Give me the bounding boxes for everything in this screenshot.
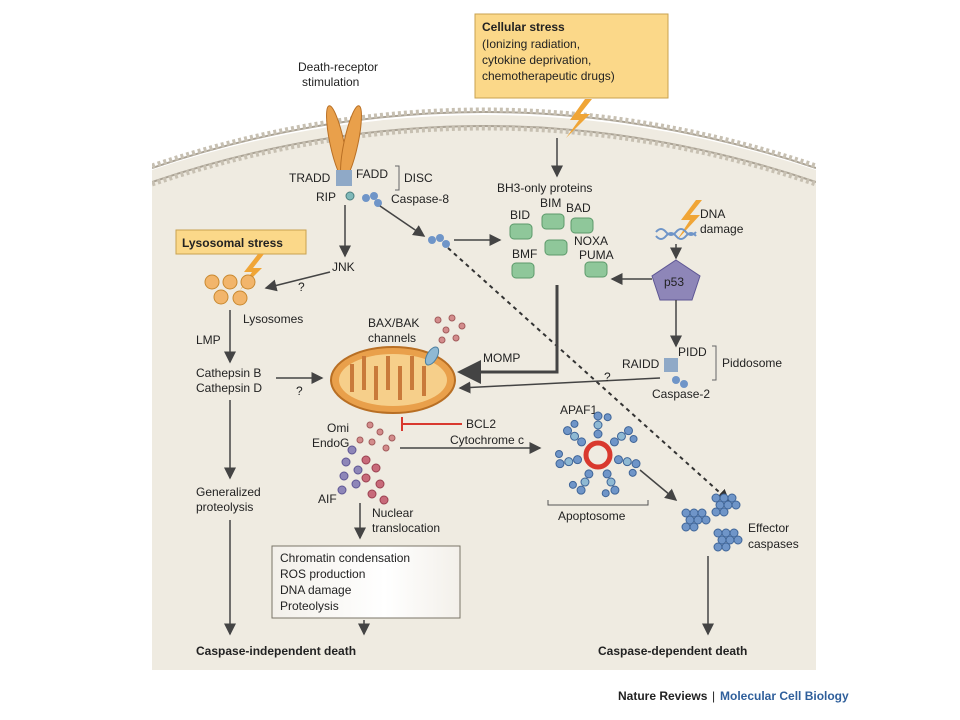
- lightning-bolt-icon: [566, 99, 592, 138]
- caspase-dependent-death: Caspase-dependent death: [598, 644, 747, 658]
- omi-label: Omi: [327, 421, 349, 435]
- effector-label-2: caspases: [748, 537, 799, 551]
- cathepsin-b-label: Cathepsin B: [196, 366, 261, 380]
- bax-bak-label-2: channels: [368, 331, 416, 345]
- p53-label: p53: [664, 275, 684, 289]
- caspase2-label: Caspase-2: [652, 387, 710, 401]
- raidd-label: RAIDD: [622, 357, 660, 371]
- cell-body: [152, 107, 816, 670]
- piddosome-complex: [664, 358, 678, 372]
- dna-damage-label-1: DNA: [700, 207, 725, 221]
- bmf-label: BMF: [512, 247, 537, 261]
- dna-damage-label-2: damage: [700, 222, 744, 236]
- effector-label-1: Effector: [748, 521, 789, 535]
- bh3-only-label: BH3-only proteins: [497, 181, 592, 195]
- disc-label: DISC: [404, 171, 433, 185]
- box-item-4: Proteolysis: [280, 599, 339, 613]
- journal-section: Molecular Cell Biology: [720, 689, 849, 703]
- endog-label: EndoG: [312, 436, 349, 450]
- dna-lightning-icon: [677, 200, 702, 240]
- lysosomes: [204, 274, 256, 306]
- rip-label: RIP: [316, 190, 336, 204]
- box-item-3: DNA damage: [280, 583, 352, 597]
- generalized-label-1: Generalized: [196, 485, 261, 499]
- box-item-2: ROS production: [280, 567, 365, 581]
- cellular-stress-line-3: chemotherapeutic drugs): [482, 69, 615, 83]
- caspase8-label: Caspase-8: [391, 192, 449, 206]
- apaf1-label: APAF1: [560, 403, 597, 417]
- tradd-label: TRADD: [289, 171, 331, 185]
- nuclear-events-box: [271, 545, 461, 619]
- released-factors: [337, 421, 396, 505]
- apoptosome: [555, 411, 641, 498]
- jnk-label: JNK: [332, 260, 355, 274]
- caspase8-molecule: [362, 192, 382, 207]
- cathepsin-d-label: Cathepsin D: [196, 381, 262, 395]
- journal-footer: Nature Reviews | Molecular Cell Biology: [618, 689, 849, 703]
- bcl2-label: BCL2: [466, 417, 496, 431]
- bid-label: BID: [510, 208, 530, 222]
- bax-bak-particles: [434, 314, 466, 344]
- generalized-label-2: proteolysis: [196, 500, 253, 514]
- piddosome-label: Piddosome: [722, 356, 782, 370]
- death-receptor-label-2: stimulation: [302, 75, 359, 89]
- cellular-stress-box: [474, 13, 669, 99]
- question-mark-3: ?: [604, 370, 611, 384]
- bh3-proteins: [509, 213, 608, 279]
- cellular-stress-line-2: cytokine deprivation,: [482, 53, 591, 67]
- lysosomal-stress-label: Lysosomal stress: [182, 236, 283, 250]
- momp-label: MOMP: [483, 351, 520, 365]
- cytochrome-c-label: Cytochrome c: [450, 433, 524, 447]
- pidd-label: PIDD: [678, 345, 707, 359]
- effector-caspases: [681, 493, 743, 552]
- journal-separator: |: [712, 689, 715, 703]
- caspase-independent-death: Caspase-independent death: [196, 644, 356, 658]
- lysosomal-stress-box: [175, 229, 307, 255]
- cellular-stress-title: Cellular stress: [482, 20, 565, 34]
- journal-name: Nature Reviews: [618, 689, 708, 703]
- nuclear-translocation-label-1: Nuclear: [372, 506, 413, 520]
- bax-bak-label-1: BAX/BAK: [368, 316, 419, 330]
- box-item-1: Chromatin condensation: [280, 551, 410, 565]
- question-mark-2: ?: [296, 384, 303, 398]
- nuclear-translocation-label-2: translocation: [372, 521, 440, 535]
- mitochondrion: [330, 346, 456, 414]
- rip-molecule: [345, 191, 355, 201]
- bim-label: BIM: [540, 196, 561, 210]
- tbid-cluster: [428, 234, 450, 248]
- death-receptor: [326, 105, 362, 186]
- bad-label: BAD: [566, 201, 591, 215]
- aif-label: AIF: [318, 492, 337, 506]
- death-receptor-label-1: Death-receptor: [298, 60, 378, 74]
- fadd-label: FADD: [356, 167, 388, 181]
- cellular-stress-line-1: (Ionizing radiation,: [482, 37, 580, 51]
- question-mark-1: ?: [298, 280, 305, 294]
- lysosomes-label: Lysosomes: [243, 312, 303, 326]
- noxa-label: NOXA: [574, 234, 608, 248]
- apoptosome-label: Apoptosome: [558, 509, 626, 523]
- puma-label: PUMA: [579, 248, 614, 262]
- lmp-label: LMP: [196, 333, 221, 347]
